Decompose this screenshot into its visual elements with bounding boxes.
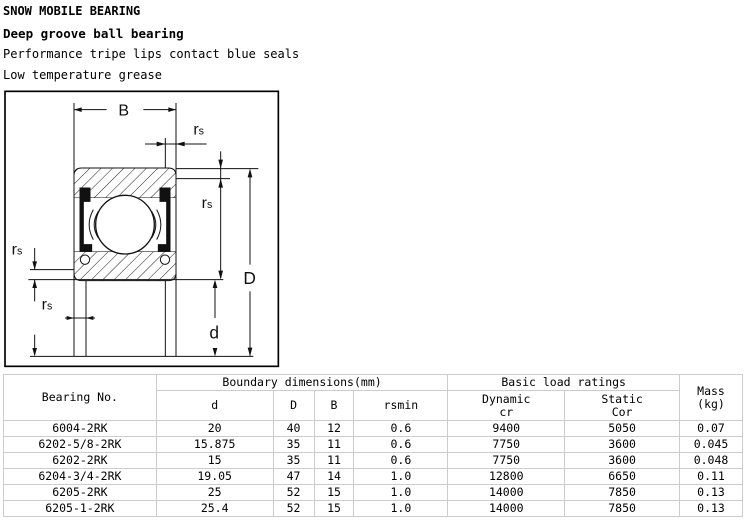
- cell-d: 25.4: [155, 500, 274, 517]
- cell-dynamic-cr: 9400: [447, 420, 566, 437]
- label-D: D: [243, 268, 256, 288]
- cell-bearing-no: 6205-2RK: [3, 484, 157, 501]
- cell-mass: 0.13: [679, 484, 743, 501]
- cell-rsmin: 0.6: [353, 436, 449, 453]
- cell-dynamic-cr: 7750: [447, 452, 566, 469]
- header-d: d: [155, 390, 274, 421]
- cell-mass: 0.048: [679, 452, 743, 469]
- cell-B: 15: [313, 500, 355, 517]
- cell-static-cor: 3600: [564, 452, 680, 469]
- cell-rsmin: 0.6: [353, 452, 449, 469]
- cell-d: 20: [155, 420, 274, 437]
- cell-d: 15: [155, 452, 274, 469]
- header-bearing-no: Bearing No.: [3, 374, 157, 421]
- product-title: SNOW MOBILE BEARING: [3, 4, 141, 18]
- label-rs-top: rs: [193, 122, 204, 139]
- cell-mass: 0.13: [679, 500, 743, 517]
- cell-B: 11: [313, 436, 355, 453]
- label-d: d: [209, 323, 219, 343]
- cell-static-cor: 3600: [564, 436, 680, 453]
- cell-d: 19.05: [155, 468, 274, 485]
- header-D: D: [272, 390, 315, 421]
- cell-D: 35: [272, 452, 315, 469]
- feature-seals: Performance tripe lips contact blue seal…: [3, 47, 300, 61]
- header-mass: Mass(kg): [679, 374, 743, 421]
- cell-bearing-no: 6202-5/8-2RK: [3, 436, 157, 453]
- header-basic-load-ratings: Basic load ratings: [447, 374, 680, 391]
- cell-B: 14: [313, 468, 355, 485]
- cell-B: 15: [313, 484, 355, 501]
- cell-B: 11: [313, 452, 355, 469]
- cell-D: 52: [272, 484, 315, 501]
- cell-static-cor: 6650: [564, 468, 680, 485]
- cell-rsmin: 1.0: [353, 468, 449, 485]
- header-B: B: [313, 390, 355, 421]
- feature-grease: Low temperature grease: [3, 68, 162, 82]
- cell-rsmin: 1.0: [353, 484, 449, 501]
- cell-bearing-no: 6204-3/4-2RK: [3, 468, 157, 485]
- label-rs-right: rs: [202, 195, 213, 212]
- cell-d: 25: [155, 484, 274, 501]
- cell-dynamic-cr: 14000: [447, 500, 566, 517]
- header-rsmin: rsmin: [353, 390, 449, 421]
- cell-dynamic-cr: 12800: [447, 468, 566, 485]
- cell-mass: 0.11: [679, 468, 743, 485]
- cell-mass: 0.07: [679, 420, 743, 437]
- cell-rsmin: 0.6: [353, 420, 449, 437]
- bearing-cross-section-diagram: B rs rs rs rs D d: [4, 90, 280, 368]
- cell-mass: 0.045: [679, 436, 743, 453]
- cell-static-cor: 5050: [564, 420, 680, 437]
- cell-bearing-no: 6004-2RK: [3, 420, 157, 437]
- label-rs-left: rs: [12, 242, 23, 259]
- cell-static-cor: 7850: [564, 484, 680, 501]
- cell-D: 52: [272, 500, 315, 517]
- cell-bearing-no: 6202-2RK: [3, 452, 157, 469]
- bearing-spec-table: Bearing No. Boundary dimensions(mm) Basi…: [3, 374, 743, 517]
- cell-rsmin: 1.0: [353, 500, 449, 517]
- header-boundary-dimensions: Boundary dimensions(mm): [155, 374, 449, 391]
- cell-D: 35: [272, 436, 315, 453]
- label-rs-bottom: rs: [42, 297, 53, 314]
- cell-dynamic-cr: 7750: [447, 436, 566, 453]
- cell-bearing-no: 6205-1-2RK: [3, 500, 157, 517]
- cell-static-cor: 7850: [564, 500, 680, 517]
- product-subtitle: Deep groove ball bearing: [3, 26, 184, 41]
- cell-D: 40: [272, 420, 315, 437]
- cell-dynamic-cr: 14000: [447, 484, 566, 501]
- cell-D: 47: [272, 468, 315, 485]
- cell-d: 15.875: [155, 436, 274, 453]
- cell-B: 12: [313, 420, 355, 437]
- label-B: B: [118, 102, 129, 119]
